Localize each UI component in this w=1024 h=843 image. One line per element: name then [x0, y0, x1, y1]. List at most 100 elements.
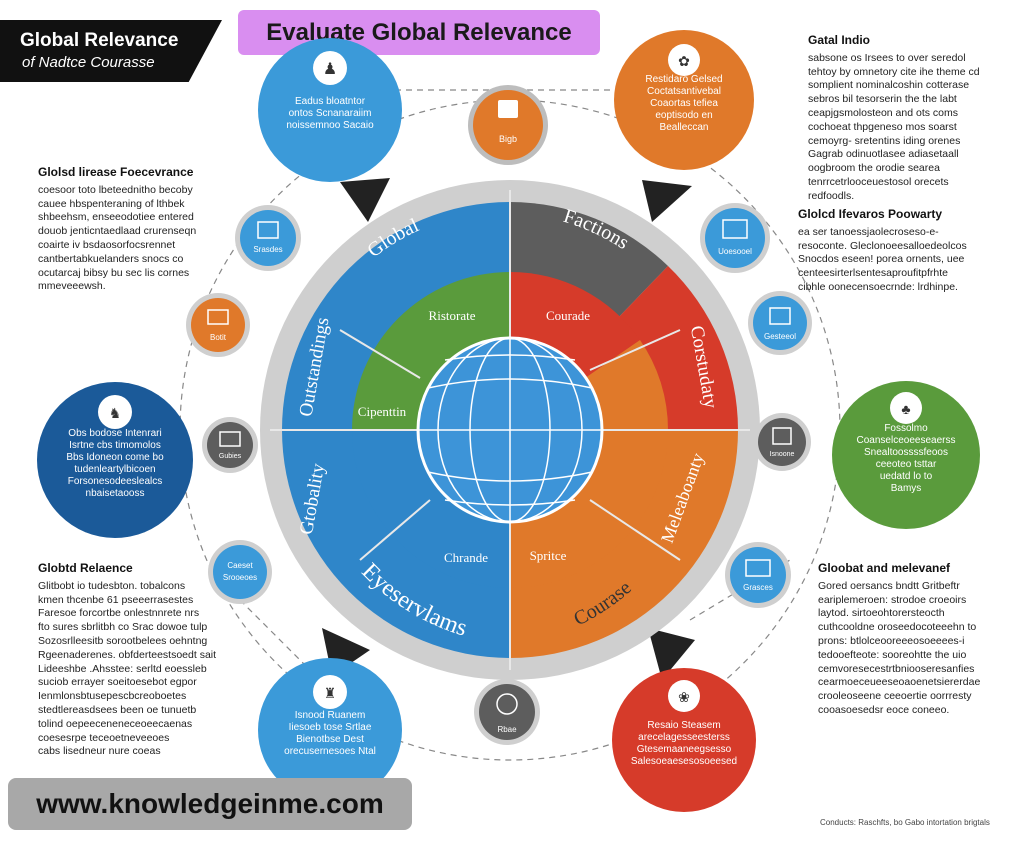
- node-right-lower-small: Grasces: [725, 542, 791, 608]
- svg-text:Gesteeol: Gesteeol: [764, 332, 796, 341]
- svg-text:Botit: Botit: [210, 333, 227, 342]
- text-block-left-upper: Glolsd lirease Foecevrance coesoor toto …: [38, 165, 216, 294]
- node-right-mid-small: Gesteeol: [748, 291, 812, 355]
- text-line: cuthcooldne oroseedocoteeehn to: [818, 621, 977, 634]
- inner-label-red: Courade: [546, 308, 590, 323]
- text-line: sebros bil tesorserin the the labt: [808, 93, 957, 106]
- text-line: ceapjgsmolosteon and ots coms: [808, 106, 958, 119]
- text-line: cochoeat thpgeneso mos soarst: [808, 120, 957, 133]
- text-line: cemvoresecestrtbniooseresanfies: [818, 662, 975, 675]
- node-left-gray: Gubies: [202, 417, 258, 473]
- text-line: Lideeshbe .Ahsstee: serltd eoessleb: [38, 662, 207, 675]
- text-line: tolind oepeeceneneceoeecaenas: [38, 717, 193, 730]
- text-line: centeesirterlsentesaproufitpfrhte: [798, 267, 948, 280]
- text-line: cauee hbspenteraning of lthbek: [38, 197, 185, 210]
- text-line: shbeehsm, enseeodotiee entered: [38, 211, 194, 224]
- node-top-mid: Bigb: [468, 85, 548, 165]
- inner-label-bottom-left: Chrande: [444, 550, 488, 565]
- text-line: coesesrpe teceoetneveeoes: [38, 731, 170, 744]
- text-block-top-right: Gatal Indio sabsone os Irsees to over se…: [808, 33, 1008, 204]
- svg-text:♣: ♣: [901, 401, 910, 417]
- text-line: mmeveeewsh.: [38, 280, 106, 293]
- text-line: kmen thcenbe 61 pseeerrasestes: [38, 593, 194, 606]
- inner-label-green-top: Ristorate: [429, 308, 476, 323]
- svg-text:♟: ♟: [323, 61, 337, 78]
- text-line: ea ser tanoessjaolecroseso-e-: [798, 225, 939, 238]
- text-line: somplient nominalcoshin cotterase: [808, 79, 970, 92]
- node-right-top-small: Uoesooel: [700, 203, 770, 273]
- text-block-right-middle: Glolcd Ifevaros Poowarty ea ser tanoessj…: [798, 207, 1008, 295]
- text-line: cabs lisedneur nure coeas: [38, 745, 161, 758]
- text-block-left-lower: Globtd Relaence Glitbobt io tudesbton. t…: [38, 561, 218, 759]
- svg-text:Isnoone: Isnoone: [770, 451, 795, 458]
- banner-title: Global Relevance: [20, 30, 179, 51]
- text-block-heading: Glolcd Ifevaros Poowarty: [798, 207, 943, 221]
- text-line: coesoor toto lbeteednitho becoby: [38, 183, 193, 196]
- svg-text:Bigb: Bigb: [499, 134, 517, 144]
- text-line: tenrrcetrlooceuestosol orecets: [808, 175, 949, 188]
- text-line: Snocdos eseen! porea ornents, uee: [798, 253, 965, 266]
- credit-line: Conducts: Raschfts, bo Gabo intortation …: [820, 818, 990, 827]
- node-bottom-mid: Rbae: [474, 679, 540, 745]
- text-line: Rgeenaderenes. obfderteestsoedt sait: [38, 648, 217, 661]
- website-url[interactable]: www.knowledgeinme.com: [8, 778, 412, 830]
- text-block-heading: Gloobat and melevanef: [818, 561, 951, 575]
- text-line: stedtlereasdsees been oe tunuetb: [38, 703, 197, 716]
- text-line: Gagrab odinuotlasee adiasetaall: [808, 148, 959, 161]
- text-line: cemoyrg- sretentins iding orenes: [808, 134, 961, 147]
- text-block-heading: Globtd Relaence: [38, 561, 133, 575]
- text-line: cantbertabkuelanders snocs co: [38, 252, 184, 265]
- svg-text:Srasdes: Srasdes: [253, 245, 282, 254]
- svg-text:Grasces: Grasces: [743, 583, 773, 592]
- text-line: prons: btlolceooreeeosoeeees-i: [818, 634, 965, 647]
- text-line: tedooefteote: sooreohtte the uio: [818, 648, 967, 661]
- inner-label-bottom-right: Spritce: [530, 548, 567, 563]
- text-line: Ienmlonsbtusepescbcreoboetes: [38, 690, 187, 703]
- text-line: cibhle oonecensoecrnde: lrdhinpe.: [798, 280, 958, 293]
- text-line: suciob errayer soeitoesebot egpor: [38, 676, 197, 689]
- text-line: tehtoy by omnetory cite ihe theme cd: [808, 65, 980, 78]
- svg-text:Gubies: Gubies: [219, 453, 242, 460]
- text-line: Gored oersancs bndtt Gritbeftr: [818, 579, 960, 592]
- node-left-orange: Botit: [186, 293, 250, 357]
- text-block-body: ea ser tanoessjaolecroseso-e-resoconte. …: [798, 226, 1008, 295]
- text-line: ocutarcaj bibsy bu sec lis cornes: [38, 266, 190, 279]
- svg-text:✿: ✿: [678, 53, 690, 69]
- text-block-heading: Gatal Indio: [808, 33, 871, 47]
- node-right-gray: Isnoone: [753, 413, 811, 471]
- text-block-heading: Glolsd lirease Foecevrance: [38, 165, 194, 179]
- inner-label-green-mid: Cipenttin: [358, 404, 407, 419]
- svg-text:❀: ❀: [678, 689, 690, 705]
- text-line: fto sures sbrlitbh co Srac dowoe tulp: [38, 621, 208, 634]
- text-line: coairte iv bsdaosorfocsrennet: [38, 238, 176, 251]
- svg-text:Uoesooel: Uoesooel: [718, 247, 752, 256]
- svg-text:Rbae: Rbae: [497, 725, 517, 734]
- text-line: laytod. sirtoeohtorersteocth: [818, 607, 945, 620]
- text-line: douob jenticntaedlaad crurenseqn: [38, 225, 197, 238]
- header-banner: Global Relevance of Nadtce Courasse: [0, 20, 222, 82]
- node-mid-left-small: Srasdes: [235, 205, 301, 271]
- text-line: eariplemeroen: strodoe croeoirs: [818, 593, 967, 606]
- text-line: Sozosrlleesitb sorootbelees oehntng: [38, 634, 208, 647]
- text-line: Glitbobt io tudesbton. tobalcons: [38, 579, 186, 592]
- svg-text:♞: ♞: [109, 405, 122, 421]
